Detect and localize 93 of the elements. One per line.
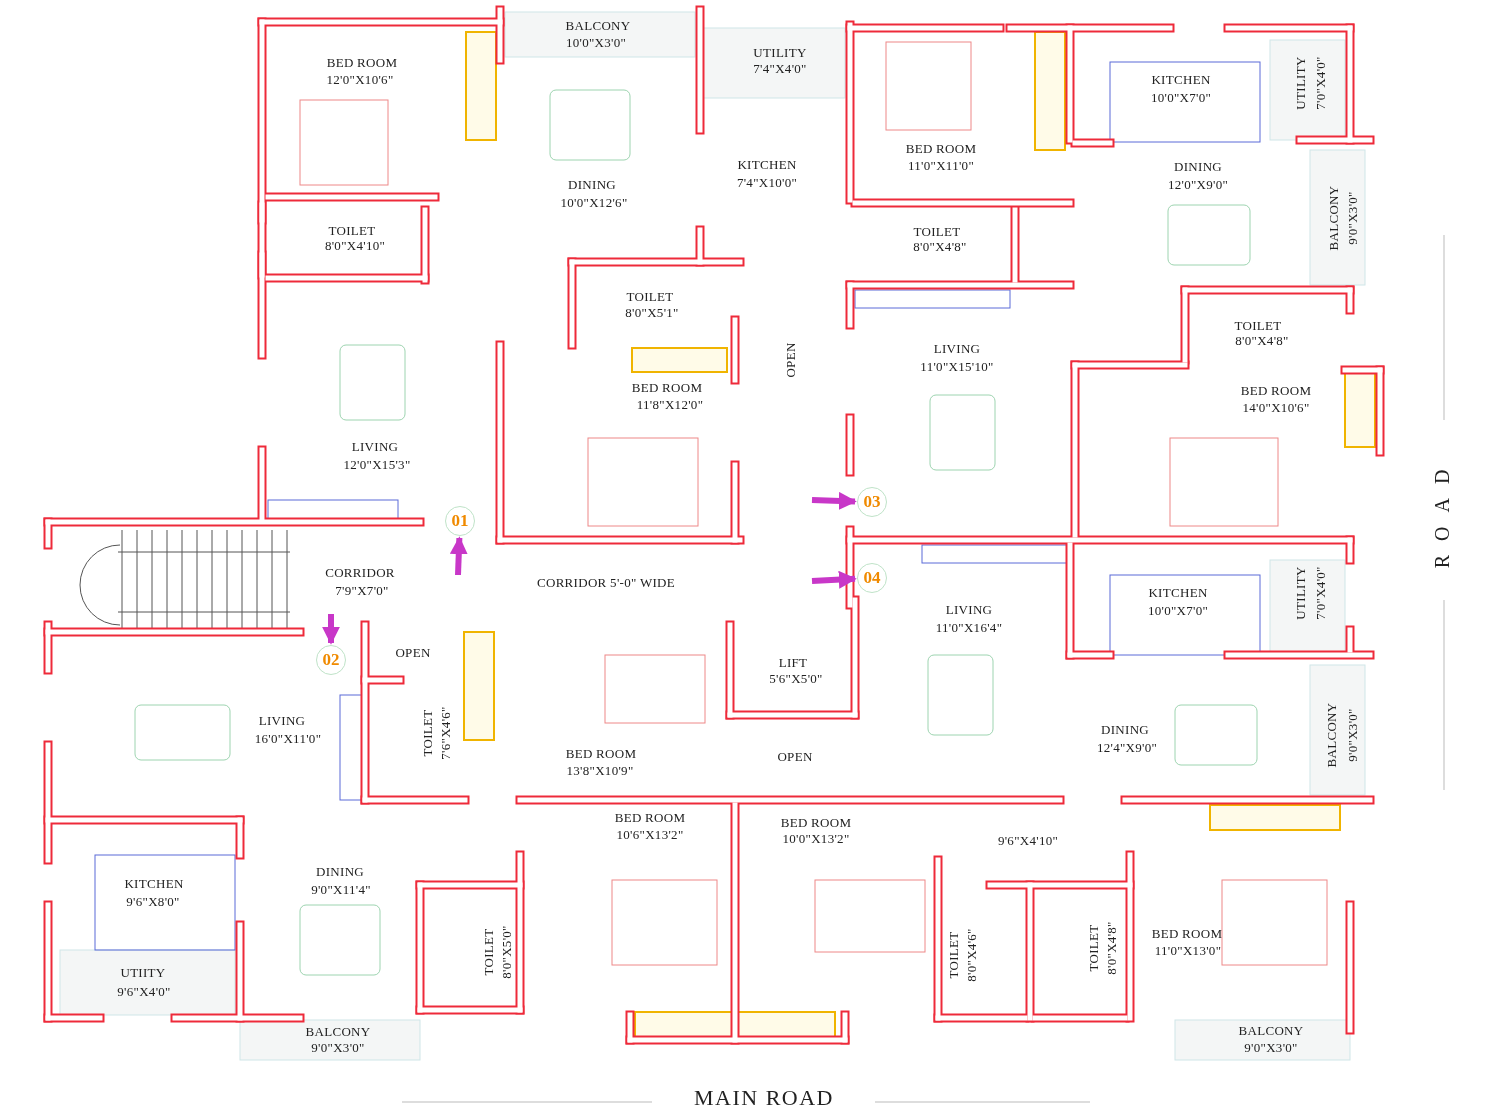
road-name: ROAD [1432, 455, 1452, 569]
room-dimension: 7'0"X4'0" [1313, 566, 1327, 620]
room-name: CORRIDOR [325, 565, 395, 579]
room-dimension: 10'0"X3'0" [565, 35, 627, 49]
room-name: BED ROOM [1151, 926, 1223, 940]
road-name: MAIN ROAD [694, 1087, 834, 1109]
room-dimension: 8'0"X4'8" [913, 239, 967, 253]
room-dimension: 7'0"X4'0" [1313, 56, 1327, 110]
room-name: TOILET [913, 224, 961, 238]
room-name: BED ROOM [905, 141, 977, 155]
flat-number-circle: 04 [857, 563, 887, 593]
room-name: CORRIDOR 5'-0" WIDE [536, 575, 676, 589]
room-dimension: 9'0"X3'0" [1244, 1040, 1298, 1054]
room-name: DINING [1101, 722, 1149, 736]
flat-number-circle: 03 [857, 487, 887, 517]
room-dimension: 9'0"X3'0" [311, 1040, 365, 1054]
room-dimension: 12'0"X9'0" [1167, 177, 1229, 191]
room-name: TOILET [481, 928, 495, 976]
room-dimension: 9'0"X3'0" [1345, 708, 1359, 762]
room-dimension: 8'0"X4'8" [1104, 921, 1118, 975]
room-name: TOILET [946, 931, 960, 979]
room-name: UTILITY [1293, 56, 1307, 110]
room-dimension: 9'6"X4'0" [117, 984, 171, 998]
room-name: KITCHEN [1148, 585, 1208, 599]
room-name: BED ROOM [1240, 383, 1312, 397]
room-dimension: 12'0"X10'6" [326, 72, 394, 86]
flat-number-circle: 01 [445, 506, 475, 536]
room-name: UTILITY [1293, 566, 1307, 620]
room-name: TOILET [626, 289, 674, 303]
room-dimension: 10'0"X7'0" [1150, 90, 1212, 104]
room-name: BED ROOM [614, 810, 686, 824]
room-dimension: 12'4"X9'0" [1096, 740, 1158, 754]
room-dimension: 9'6"X8'0" [126, 894, 180, 908]
room-name: BED ROOM [326, 55, 398, 69]
room-dimension: 8'0"X5'1" [625, 305, 679, 319]
room-dimension: 7'4"X10'0" [736, 175, 798, 189]
room-name: DINING [1174, 159, 1222, 173]
room-name: BED ROOM [780, 815, 852, 829]
entry-arrow [811, 491, 857, 510]
room-dimension: 7'6"X4'6" [438, 706, 452, 760]
room-name: TOILET [420, 709, 434, 757]
room-name: TOILET [328, 223, 376, 237]
room-name: TOILET [1234, 318, 1282, 332]
room-name: BED ROOM [631, 380, 703, 394]
room-dimension: 8'0"X4'6" [964, 928, 978, 982]
room-name: BALCONY [565, 18, 631, 32]
room-name: KITCHEN [124, 876, 184, 890]
room-name: UTIITY [120, 965, 166, 979]
entry-arrow [811, 570, 857, 589]
room-dimension: 9'0"X11'4" [311, 882, 371, 896]
room-dimension: 11'0"X13'0" [1154, 943, 1222, 957]
room-dimension: 10'0"X7'0" [1147, 603, 1209, 617]
room-name: KITCHEN [1151, 72, 1211, 86]
room-name: TOILET [1086, 924, 1100, 972]
room-name: OPEN [783, 342, 797, 378]
room-dimension: 8'0"X4'10" [324, 238, 386, 252]
room-dimension: 10'6"X13'2" [616, 827, 684, 841]
room-dimension: 16'0"X11'0" [254, 731, 322, 745]
entry-arrow [322, 614, 340, 645]
room-name: LIVING [258, 713, 306, 727]
room-name: BALCONY [1326, 185, 1340, 251]
room-dimension: 14'0"X10'6" [1242, 400, 1310, 414]
room-name: OPEN [395, 645, 431, 659]
room-dimension: 5'6"X5'0" [769, 671, 823, 685]
room-name: DINING [568, 177, 616, 191]
room-name: DINING [316, 864, 364, 878]
flat-number-circle: 02 [316, 645, 346, 675]
room-dimension: 10'0"X13'2" [782, 831, 850, 845]
room-dimension: 11'8"X12'0" [636, 397, 704, 411]
room-dimension: 10'0"X12'6" [560, 195, 628, 209]
room-name: KITCHEN [737, 157, 797, 171]
room-name: BED ROOM [565, 746, 637, 760]
room-dimension: 13'8"X10'9" [566, 763, 634, 777]
room-name: LIVING [933, 341, 981, 355]
room-name: BALCONY [1324, 702, 1338, 768]
room-dimension: 11'0"X15'10" [920, 359, 994, 373]
room-dimension: 7'9"X7'0" [335, 583, 389, 597]
room-dimension: 11'0"X11'0" [908, 158, 974, 172]
room-dimension: 12'0"X15'3" [343, 457, 411, 471]
room-name: OPEN [777, 749, 813, 763]
room-dimension: 9'6"X4'10" [997, 833, 1059, 847]
room-dimension: 11'0"X16'4" [935, 620, 1003, 634]
room-name: UTILITY [753, 45, 807, 59]
room-name: BALCONY [1238, 1023, 1304, 1037]
room-name: BALCONY [305, 1024, 371, 1038]
room-name: LIVING [351, 439, 399, 453]
room-name: LIFT [778, 655, 808, 669]
room-dimension: 8'0"X5'0" [499, 925, 513, 979]
room-dimension: 8'0"X4'8" [1235, 333, 1289, 347]
room-dimension: 7'4"X4'0" [753, 61, 807, 75]
room-name: LIVING [945, 602, 993, 616]
entry-arrow [449, 536, 468, 576]
room-dimension: 9'0"X3'0" [1345, 191, 1359, 245]
